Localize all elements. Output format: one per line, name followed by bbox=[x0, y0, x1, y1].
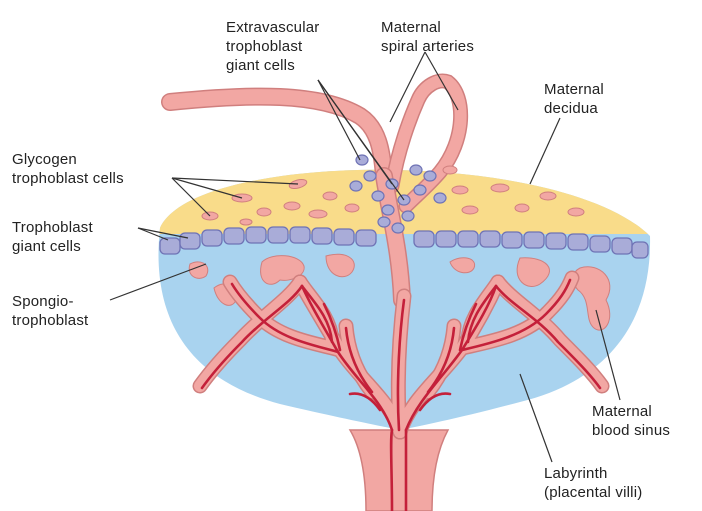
label-trophoblast-giant-cells: Trophoblast giant cells bbox=[12, 218, 93, 256]
label-line: Labyrinth bbox=[544, 464, 642, 483]
label-line: decidua bbox=[544, 99, 604, 118]
label-line: Extravascular bbox=[226, 18, 319, 37]
label-line: (placental villi) bbox=[544, 483, 642, 502]
label-line: spiral arteries bbox=[381, 37, 474, 56]
label-line: Maternal bbox=[544, 80, 604, 99]
label-line: Spongio- bbox=[12, 292, 88, 311]
label-line: trophoblast bbox=[226, 37, 319, 56]
label-spongiotrophoblast: Spongio- trophoblast bbox=[12, 292, 88, 330]
label-line: Maternal bbox=[381, 18, 474, 37]
label-line: giant cells bbox=[12, 237, 93, 256]
label-maternal-spiral-arteries: Maternal spiral arteries bbox=[381, 18, 474, 56]
label-line: giant cells bbox=[226, 56, 319, 75]
label-maternal-blood-sinus: Maternal blood sinus bbox=[592, 402, 670, 440]
label-labyrinth: Labyrinth (placental villi) bbox=[544, 464, 642, 502]
label-line: Maternal bbox=[592, 402, 670, 421]
label-line: trophoblast bbox=[12, 311, 88, 330]
label-maternal-decidua: Maternal decidua bbox=[544, 80, 604, 118]
label-line: Trophoblast bbox=[12, 218, 93, 237]
label-glycogen-trophoblast-cells: Glycogen trophoblast cells bbox=[12, 150, 124, 188]
label-line: Glycogen bbox=[12, 150, 124, 169]
label-extravascular-trophoblast-giant-cells: Extravascular trophoblast giant cells bbox=[226, 18, 319, 75]
umbilical-cord bbox=[350, 430, 448, 511]
label-line: trophoblast cells bbox=[12, 169, 124, 188]
label-line: blood sinus bbox=[592, 421, 670, 440]
